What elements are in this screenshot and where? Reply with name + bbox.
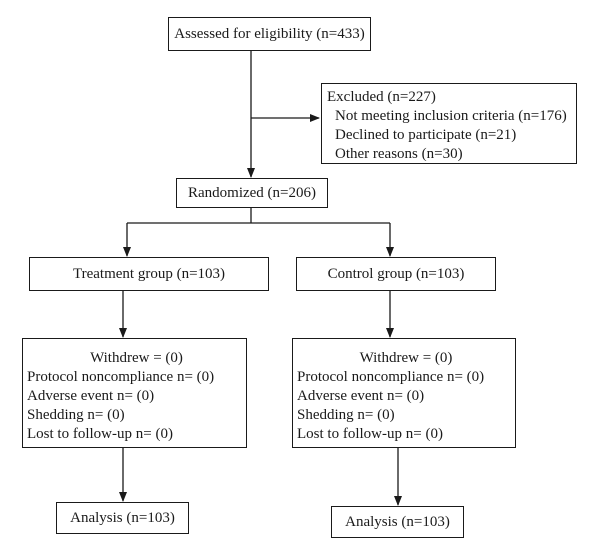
- control-withdrawal-box: Withdrew = (0) Protocol noncompliance n=…: [292, 338, 516, 448]
- treatment-protocol-noncompliance: Protocol noncompliance n= (0): [27, 369, 215, 385]
- control-protocol-noncompliance: Protocol noncompliance n= (0): [297, 369, 485, 385]
- control-group-label: Control group (n=103): [327, 265, 465, 282]
- treatment-withdrew: Withdrew = (0): [90, 350, 183, 366]
- treatment-group-box: Treatment group (n=103): [29, 257, 269, 291]
- excluded-reason-other: Other reasons (n=30): [335, 146, 463, 162]
- control-lost-to-follow-up: Lost to follow-up n= (0): [297, 426, 443, 442]
- treatment-analysis-label: Analysis (n=103): [70, 509, 175, 526]
- randomized-box: Randomized (n=206): [176, 178, 328, 208]
- excluded-title: Excluded (n=227): [327, 89, 436, 105]
- excluded-reason-inclusion: Not meeting inclusion criteria (n=176): [335, 108, 567, 124]
- excluded-reason-declined: Declined to participate (n=21): [335, 127, 517, 143]
- treatment-lost-to-follow-up: Lost to follow-up n= (0): [27, 426, 173, 442]
- control-shedding: Shedding n= (0): [297, 407, 395, 423]
- control-group-box: Control group (n=103): [296, 257, 496, 291]
- excluded-box: Excluded (n=227) Not meeting inclusion c…: [321, 83, 577, 164]
- control-withdrew: Withdrew = (0): [359, 350, 453, 366]
- assessed-box: Assessed for eligibility (n=433): [168, 17, 371, 51]
- treatment-analysis-box: Analysis (n=103): [56, 502, 189, 534]
- control-analysis-label: Analysis (n=103): [345, 513, 450, 530]
- randomized-label: Randomized (n=206): [187, 184, 316, 201]
- control-adverse-event: Adverse event n= (0): [297, 388, 425, 404]
- treatment-shedding: Shedding n= (0): [27, 407, 125, 423]
- treatment-group-label: Treatment group (n=103): [72, 265, 226, 282]
- assessed-label: Assessed for eligibility (n=433): [174, 25, 365, 42]
- treatment-withdrawal-box: Withdrew = (0) Protocol noncompliance n=…: [22, 338, 247, 448]
- control-analysis-box: Analysis (n=103): [331, 506, 464, 538]
- treatment-adverse-event: Adverse event n= (0): [27, 388, 155, 404]
